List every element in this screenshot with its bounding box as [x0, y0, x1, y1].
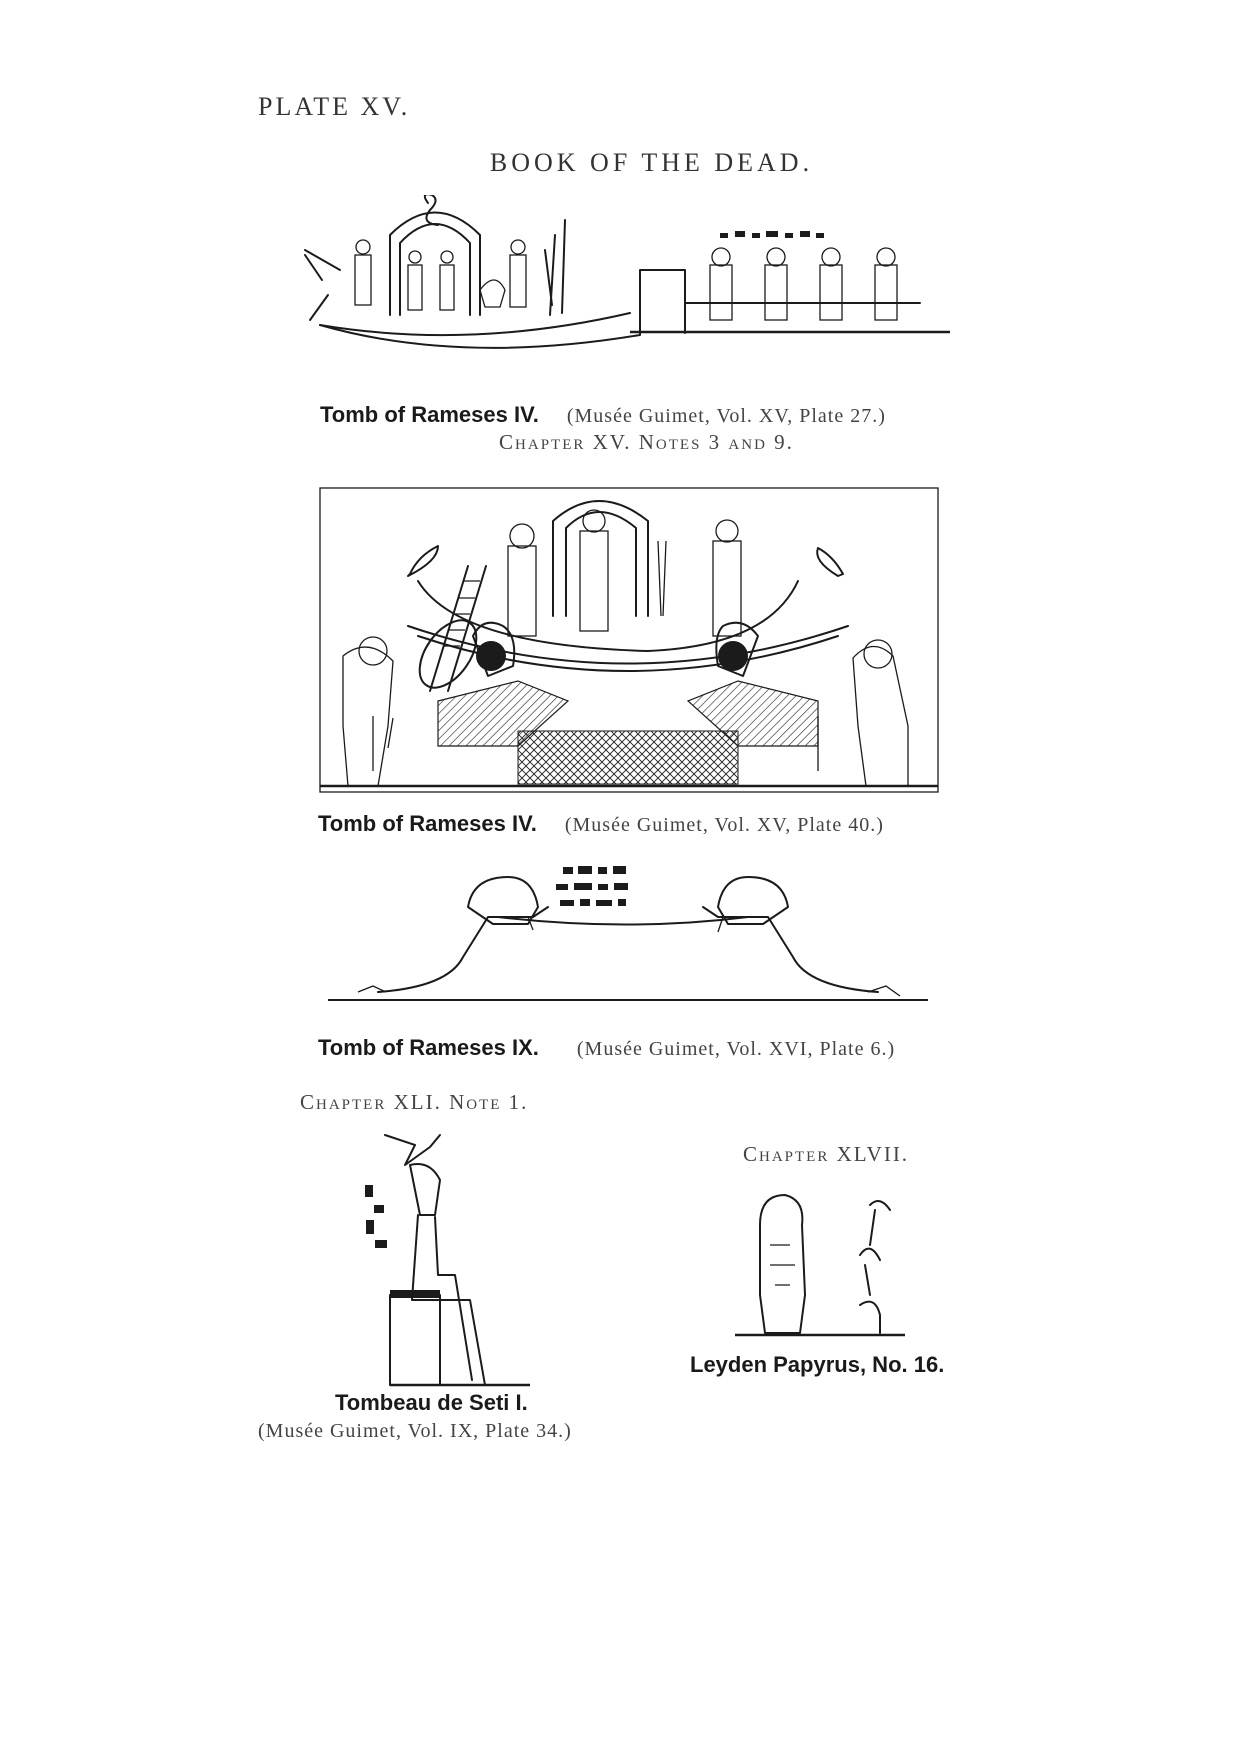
figure-2-caption: Tomb of Rameses IV. (Musée Guimet, Vol. … — [318, 811, 1018, 837]
figure-5-caption-title: Leyden Papyrus, No. 16. — [690, 1352, 945, 1377]
figure-4-caption-title: Tombeau de Seti I. — [335, 1390, 528, 1415]
page-title: BOOK OF THE DEAD. — [489, 148, 814, 177]
figure-solar-boat-illustration — [304, 195, 950, 349]
figure-4-caption-source: (Musée Guimet, Vol. IX, Plate 34.) — [258, 1420, 572, 1442]
figure-1-caption-source: (Musée Guimet, Vol. XV, Plate 27.) — [566, 405, 886, 427]
figure-2-caption-title: Tomb of Rameses IV. — [318, 811, 537, 836]
figure-seated-king-illustration — [365, 1134, 530, 1387]
figure-3-caption: Tomb of Rameses IX. (Musée Guimet, Vol. … — [318, 1035, 1018, 1061]
figure-3-caption-title: Tomb of Rameses IX. — [318, 1035, 539, 1060]
figure-2-caption-source: (Musée Guimet, Vol. XV, Plate 40.) — [564, 814, 884, 836]
figure-4-chapter-note: Chapter XLI. Note 1. — [300, 1090, 529, 1114]
figure-1-chapter-note: Chapter XV. Notes 3 and 9. — [499, 430, 794, 454]
figure-leyden-papyrus-illustration — [735, 1194, 905, 1337]
figure-1-caption: Tomb of Rameses IV. (Musée Guimet, Vol. … — [320, 402, 1020, 428]
figure-1-caption-title: Tomb of Rameses IV. — [320, 402, 539, 427]
figure-double-sphinx-illustration — [328, 866, 928, 1001]
figure-3-caption-source: (Musée Guimet, Vol. XVI, Plate 6.) — [576, 1038, 896, 1060]
figure-framed-boat-scene-illustration — [319, 487, 939, 793]
figure-5-chapter-note: Chapter XLVII. — [743, 1142, 910, 1166]
plate-number: PLATE XV. — [258, 92, 411, 121]
